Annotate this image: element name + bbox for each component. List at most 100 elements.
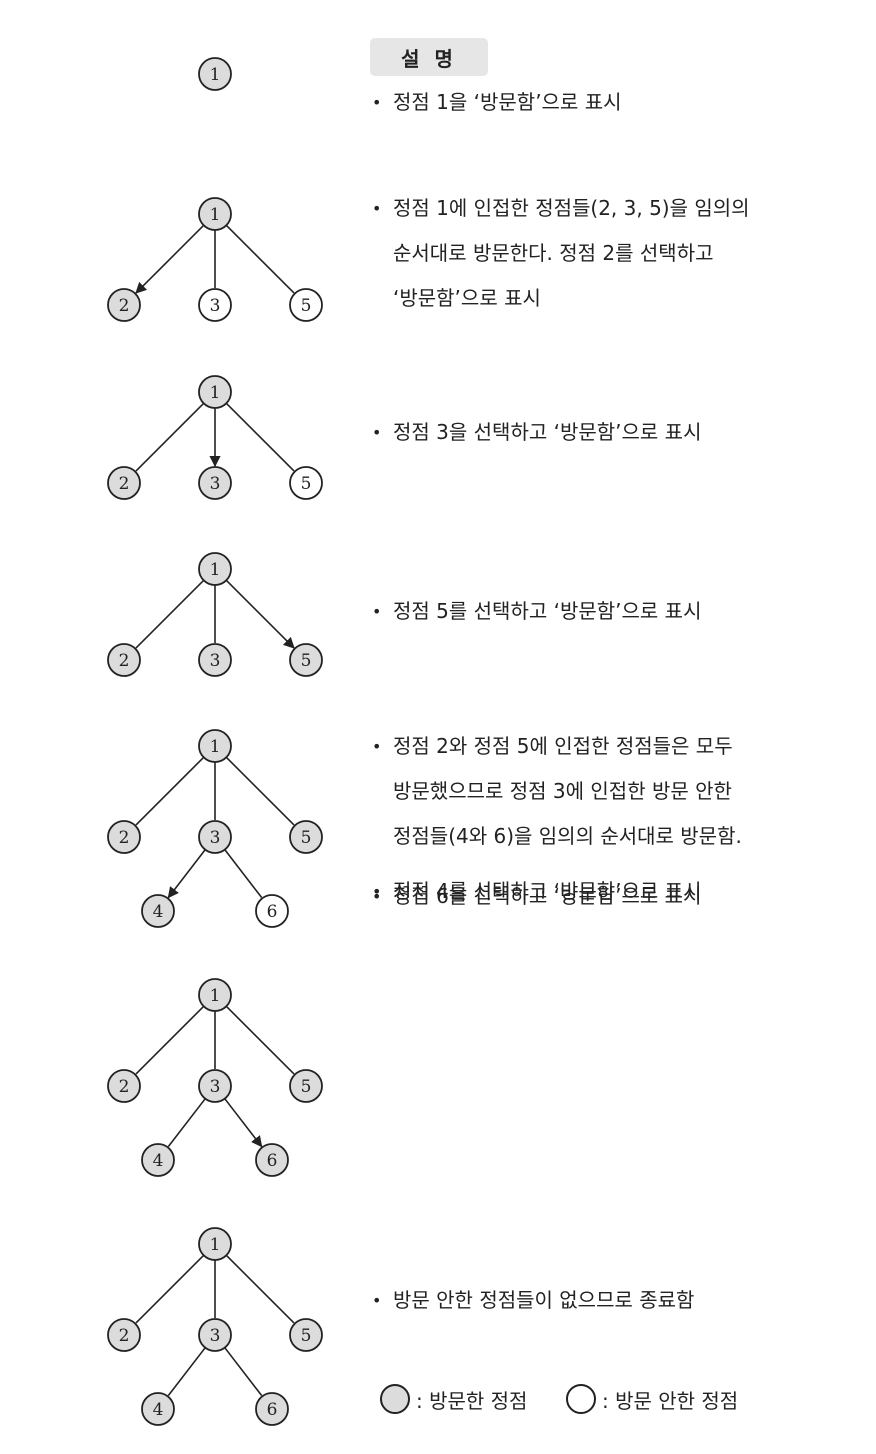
node-1-visited [198,978,232,1012]
edge-1-2 [135,579,205,649]
node-label: 3 [210,1077,221,1097]
step-description-7: 방문 안한 정점들이 없으므로 종료함 [372,1278,792,1323]
node-label: 2 [119,296,130,316]
node-2-visited [107,466,141,500]
node-5-visited [289,1318,323,1352]
step-description-4: 정점 5를 선택하고 ‘방문함’으로 표시 [372,589,792,634]
node-3-visited [198,1318,232,1352]
node-label: 1 [210,205,221,225]
edge-3-4 [167,1347,206,1397]
description-header: 설 명 [370,38,488,76]
description-line: 순서대로 방문한다. 정점 2를 선택하고 [393,241,714,265]
edge-1-2 [135,1005,205,1075]
description-line: 정점 2와 정점 5에 인접한 정점들은 모두 [372,724,792,769]
legend-visited: : 방문한 정점 [380,1382,527,1416]
node-label: 1 [210,1235,221,1255]
node-label: 5 [301,296,312,316]
node-2-visited [107,643,141,677]
node-label: 3 [210,474,221,494]
tree-step-2: 1 2 3 5 [107,197,323,322]
edge-1-5 [225,224,295,294]
description-line: 정점 6을 선택하고 ‘방문함’으로 표시 [372,874,792,919]
node-2-visited [107,1318,141,1352]
node-label: 1 [210,986,221,1006]
edge-3-6-arrow [224,1098,263,1148]
node-label: 3 [210,296,221,316]
node-label: 5 [301,828,312,848]
node-label: 5 [301,1326,312,1346]
node-label: 6 [267,1151,278,1171]
node-label: 5 [301,474,312,494]
node-1-visited [198,197,232,231]
legend-unvisited-label: : 방문 안한 정점 [602,1388,739,1413]
description-line: 정점 1에 인접한 정점들(2, 3, 5)을 임의의 [372,186,792,231]
node-3-visited [198,820,232,854]
edge-1-5 [225,402,295,472]
node-3-visited [198,643,232,677]
edge-3-6 [224,849,263,899]
node-label: 2 [119,1326,130,1346]
node-5-visited [289,820,323,854]
legend-unvisited: : 방문 안한 정점 [566,1382,738,1416]
description-line: 방문 안한 정점들이 없으므로 종료함 [372,1278,792,1323]
legend-visited-label: : 방문한 정점 [416,1388,528,1413]
node-label: 4 [153,902,164,922]
node-6-visited [255,1392,289,1426]
tree-step-3: 1 2 3 5 [107,375,323,500]
description-line: 정점들(4와 6)을 임의의 순서대로 방문함. [393,824,742,848]
node-label: 2 [119,828,130,848]
unvisited-node-swatch [566,1384,596,1414]
step-description-6: 정점 6을 선택하고 ‘방문함’으로 표시 [372,874,792,919]
description-line: 정점 1을 ‘방문함’으로 표시 [372,80,792,125]
node-label: 3 [210,828,221,848]
edge-3-4-arrow [167,849,206,899]
node-5-visited [289,643,323,677]
node-label: 6 [267,902,278,922]
visited-node-swatch [380,1384,410,1414]
node-label: 1 [210,383,221,403]
tree-step-4: 1 2 3 5 [107,552,323,677]
node-5-visited [289,1069,323,1103]
node-label: 5 [301,651,312,671]
node-label: 4 [153,1151,164,1171]
node-2-visited [107,288,141,322]
node-1-visited [198,57,232,91]
node-3-visited [198,466,232,500]
edge-1-5-arrow [225,579,295,649]
node-2-visited [107,1069,141,1103]
node-1-visited [198,552,232,586]
node-3-unvisited [198,288,232,322]
node-label: 1 [210,560,221,580]
description-line: ‘방문함’으로 표시 [393,286,541,310]
node-5-unvisited [289,466,323,500]
node-3-visited [198,1069,232,1103]
edge-1-2 [135,402,205,472]
node-1-visited [198,375,232,409]
node-label: 2 [119,651,130,671]
description-line: 정점 5를 선택하고 ‘방문함’으로 표시 [372,589,792,634]
node-6-visited [255,1143,289,1177]
node-label: 6 [267,1400,278,1420]
edge-1-2 [135,756,205,826]
edge-3-6 [224,1347,263,1397]
step-description-1: 정점 1을 ‘방문함’으로 표시 [372,80,792,125]
edge-3-4 [167,1098,206,1148]
node-label: 3 [210,651,221,671]
node-label: 1 [210,737,221,757]
tree-step-1: 1 [198,57,232,91]
node-label: 4 [153,1400,164,1420]
description-line: 정점 3을 선택하고 ‘방문함’으로 표시 [372,410,792,455]
edge-1-2-arrow [135,224,205,294]
edge-1-2 [135,1254,205,1324]
node-label: 2 [119,474,130,494]
node-1-visited [198,729,232,763]
description-line: 방문했으므로 정점 3에 인접한 방문 안한 [393,779,732,803]
node-label: 2 [119,1077,130,1097]
edge-1-5 [225,1254,295,1324]
node-4-visited [141,1392,175,1426]
edge-1-5 [225,1005,295,1075]
